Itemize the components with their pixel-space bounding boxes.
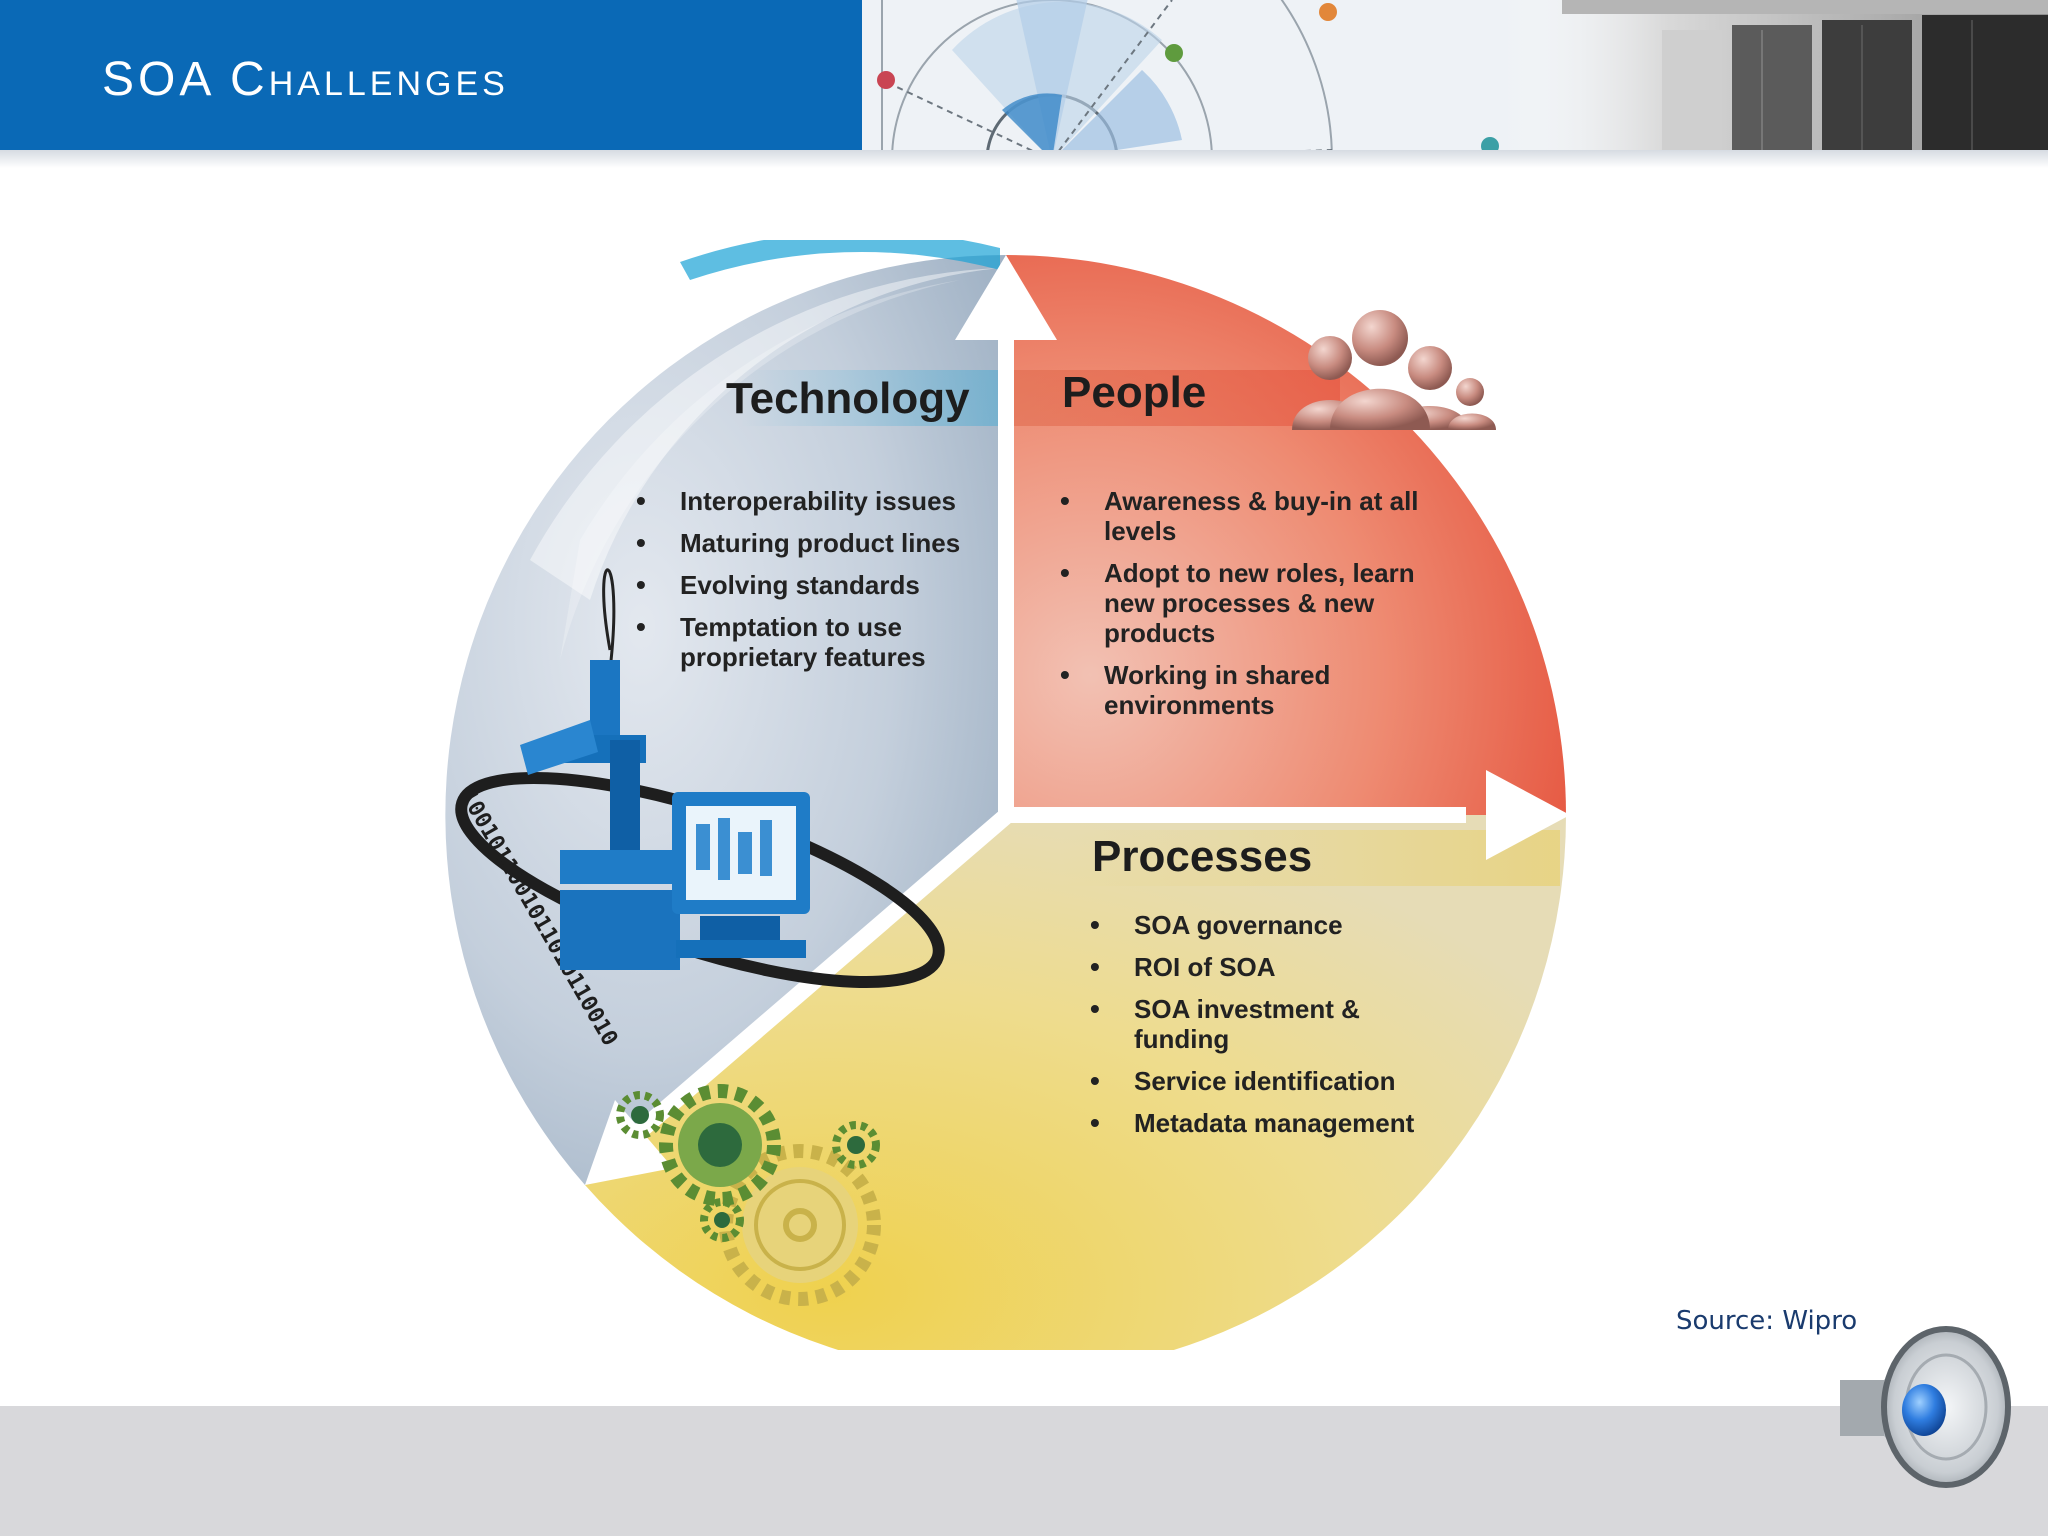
processes-title: Processes <box>1092 832 1313 881</box>
source-citation: Source: Wipro <box>1676 1306 1858 1336</box>
processes-item: SOA investment & funding <box>1090 994 1430 1054</box>
slide-footer <box>0 1406 2048 1536</box>
technology-list: Interoperability issues Maturing product… <box>636 486 1036 684</box>
processes-item: Service identification <box>1090 1066 1430 1096</box>
radar-graphic <box>877 0 1499 152</box>
people-list: Awareness & buy-in at all levels Adopt t… <box>1060 486 1460 732</box>
slide-header: SOA Challenges <box>0 0 2048 152</box>
soa-challenges-diagram: 1001011001011010110010 <box>440 240 1600 1350</box>
technology-item: Interoperability issues <box>636 486 1036 516</box>
processes-item: Metadata management <box>1090 1108 1430 1138</box>
people-title: People <box>1062 368 1207 417</box>
speaker-icon[interactable] <box>1836 1318 2016 1494</box>
header-graphic <box>862 0 2048 152</box>
diagram-graphic: 1001011001011010110010 <box>445 240 1570 1350</box>
header-title-bar <box>0 0 862 152</box>
slide-title: SOA Challenges <box>102 53 509 106</box>
technology-item: Temptation to use proprietary features <box>636 612 1036 672</box>
people-item: Working in shared environments <box>1060 660 1460 720</box>
processes-item: SOA governance <box>1090 910 1430 940</box>
technology-item: Maturing product lines <box>636 528 1036 558</box>
people-item: Adopt to new roles, learn new processes … <box>1060 558 1460 648</box>
technology-item: Evolving standards <box>636 570 1036 600</box>
processes-item: ROI of SOA <box>1090 952 1430 982</box>
people-group-icon <box>1292 310 1496 430</box>
people-item: Awareness & buy-in at all levels <box>1060 486 1460 546</box>
gears-icon <box>616 1084 881 1306</box>
processes-list: SOA governance ROI of SOA SOA investment… <box>1090 910 1430 1150</box>
technology-title: Technology <box>726 374 970 423</box>
header-shadow <box>0 150 2048 168</box>
server-room-photo <box>1502 0 2048 152</box>
